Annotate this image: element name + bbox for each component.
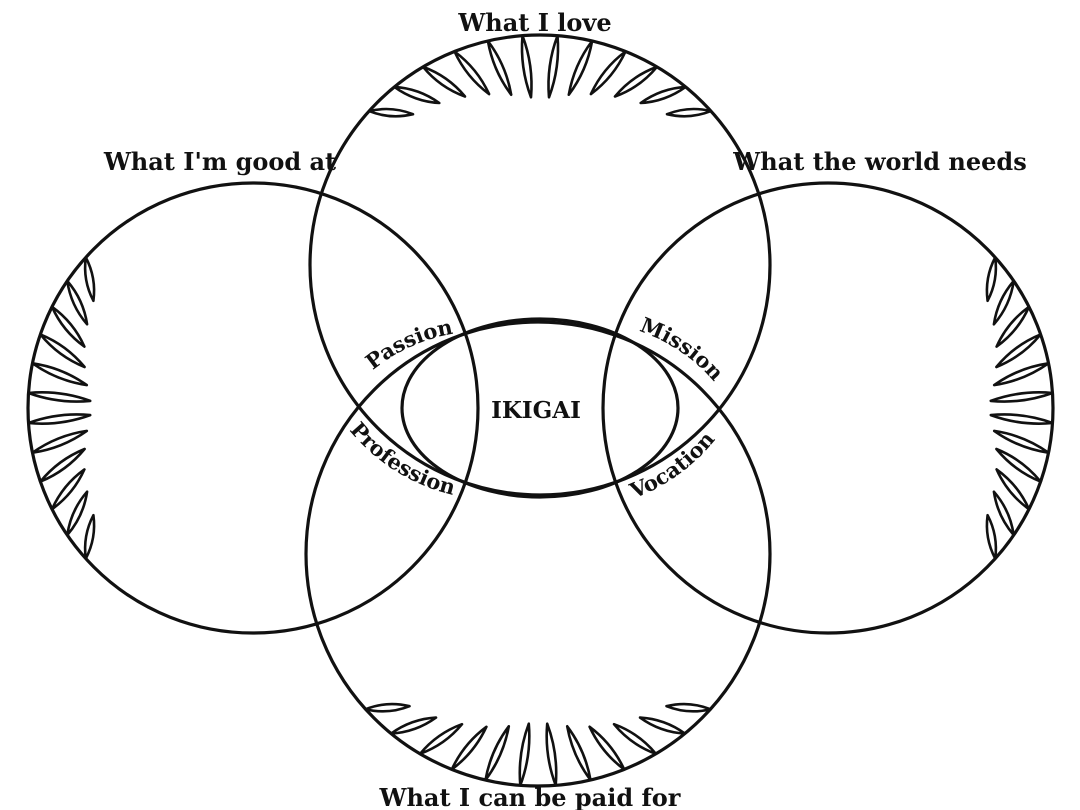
leaf-shape	[421, 65, 467, 98]
label-what-i-love: What I love	[457, 8, 611, 37]
leaf-shape	[639, 85, 687, 105]
leaf-shape	[989, 391, 1054, 403]
leaf-shape	[83, 513, 96, 560]
leaf-shape	[995, 447, 1042, 483]
leaf-shape	[665, 702, 712, 713]
label-ikigai-center: IKIGAI	[491, 397, 581, 424]
circle-what-i-can-be-paid-for	[304, 320, 772, 788]
leaf-shape	[50, 305, 86, 348]
leaf-shape	[31, 362, 89, 387]
leaf-shape	[995, 333, 1042, 369]
circle-what-the-world-needs	[601, 181, 1055, 635]
leaf-ornament-right	[985, 256, 1054, 560]
leaf-shape	[613, 65, 659, 98]
leaf-shape	[418, 722, 464, 756]
leaf-shape	[66, 279, 89, 326]
leaf-shape	[567, 39, 594, 96]
leaf-shape	[992, 490, 1015, 537]
leaf-shape	[985, 256, 998, 303]
leaf-shape	[27, 413, 92, 425]
leaf-shape	[545, 722, 558, 787]
leaf-shape	[992, 279, 1015, 326]
leaf-shape	[588, 725, 626, 771]
leaf-shape	[565, 725, 592, 782]
leaf-shape	[995, 468, 1031, 511]
leaf-shape	[484, 725, 511, 782]
leaf-shape	[367, 107, 415, 118]
leaf-shape	[83, 256, 96, 303]
leaf-shape	[31, 429, 89, 454]
leaf-ornament-bottom	[364, 702, 712, 787]
leaf-ornament-left	[27, 256, 96, 560]
leaf-shape	[520, 34, 533, 99]
leaf-shape	[992, 362, 1050, 387]
leaf-shape	[547, 34, 560, 99]
label-profession: Profession	[345, 417, 458, 500]
leaf-shape	[39, 447, 86, 483]
leaf-shape	[638, 716, 687, 735]
leaf-shape	[450, 725, 488, 771]
label-profession-path: Profession	[345, 417, 458, 500]
leaf-shape	[27, 391, 92, 403]
label-vocation-path: Vocation	[625, 426, 719, 503]
leaf-shape	[612, 722, 658, 756]
leaf-shape	[989, 413, 1054, 425]
leaf-shape	[389, 716, 438, 735]
leaf-shape	[486, 39, 513, 96]
leaf-shape	[453, 50, 491, 96]
leaf-shape	[992, 429, 1050, 454]
leaf-shape	[364, 702, 411, 713]
center-ring	[400, 317, 680, 499]
leaf-shape	[50, 468, 86, 511]
label-what-the-world-needs: What the world needs	[732, 147, 1026, 176]
leaf-shape	[66, 490, 89, 537]
leaf-shape	[985, 513, 998, 560]
leaf-shape	[39, 333, 86, 369]
circle-what-im-good-at	[26, 181, 480, 635]
leaf-shape	[589, 50, 627, 96]
label-what-i-can-be-paid-for: What I can be paid for	[379, 783, 681, 810]
label-vocation: Vocation	[625, 426, 719, 503]
leaf-shape	[665, 107, 713, 118]
leaf-shape	[518, 722, 531, 787]
circle-what-i-love	[308, 33, 772, 497]
label-what-im-good-at: What I'm good at	[103, 147, 336, 176]
leaf-shape	[393, 85, 441, 105]
leaf-ornament-top	[367, 34, 713, 118]
leaf-shape	[995, 305, 1031, 348]
